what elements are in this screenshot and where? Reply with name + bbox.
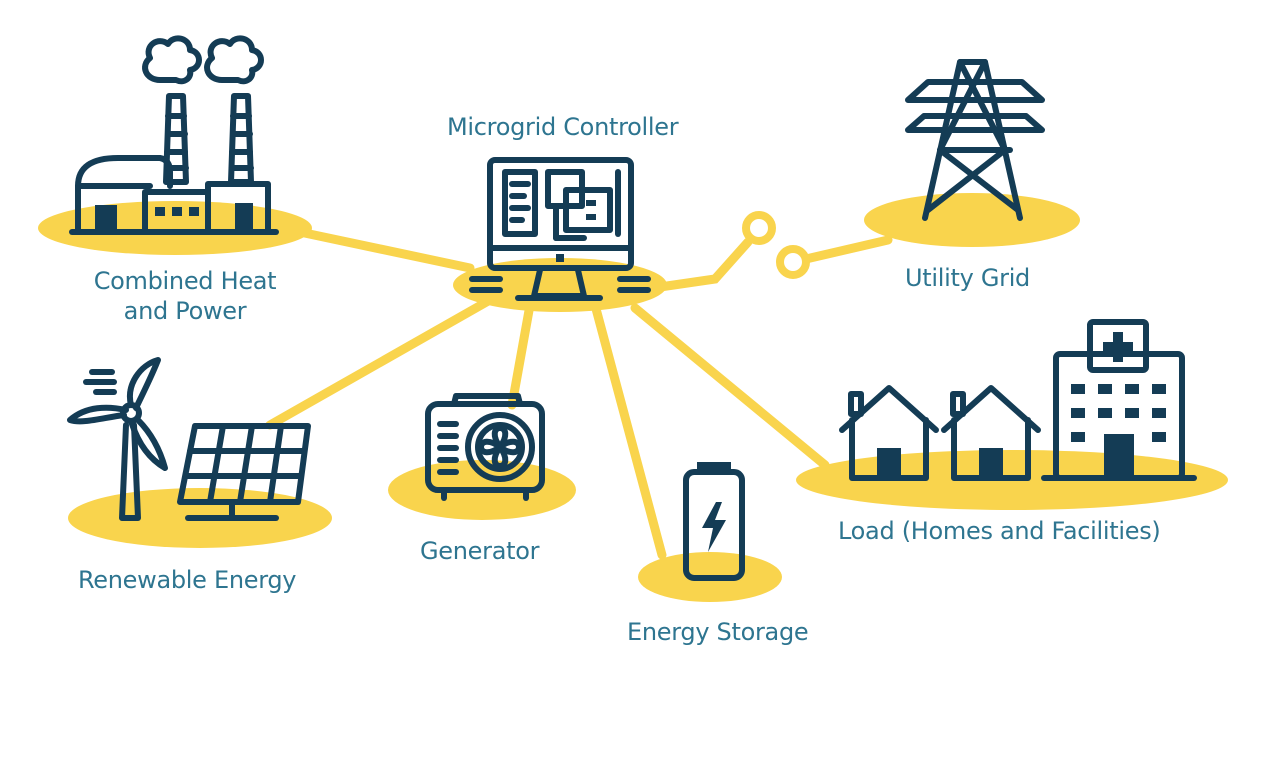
switch-icon [742, 211, 810, 279]
label-combined-heat-and-power: Combined Heat and Power [94, 266, 277, 326]
platform-controller [453, 258, 667, 312]
label-renewable-energy: Renewable Energy [78, 566, 297, 594]
link-utility-switch-b [801, 235, 893, 264]
label-load: Load (Homes and Facilities) [838, 517, 1161, 545]
monitor-icon [469, 157, 651, 301]
label-microgrid-controller: Microgrid Controller [447, 113, 679, 141]
wind-solar-icon [67, 357, 311, 521]
homes-hospital-icon [839, 319, 1197, 481]
link-chp [295, 227, 475, 273]
link-storage [590, 300, 667, 560]
label-chp-line1: Combined Heat [93, 267, 277, 295]
label-energy-storage: Energy Storage [627, 618, 809, 646]
label-utility-grid: Utility Grid [905, 264, 1030, 292]
power-plant-icon [69, 35, 279, 235]
link-load [630, 303, 830, 470]
generator-icon [425, 393, 545, 501]
transmission-tower-icon [905, 59, 1045, 221]
link-utility-switch-a [655, 237, 753, 292]
platform-utility [864, 193, 1080, 247]
link-renewable [265, 295, 495, 430]
label-chp-line2: and Power [123, 297, 247, 325]
label-generator: Generator [420, 537, 540, 565]
battery-icon [683, 462, 745, 581]
link-generator [507, 300, 535, 410]
connection-lines [265, 227, 893, 560]
